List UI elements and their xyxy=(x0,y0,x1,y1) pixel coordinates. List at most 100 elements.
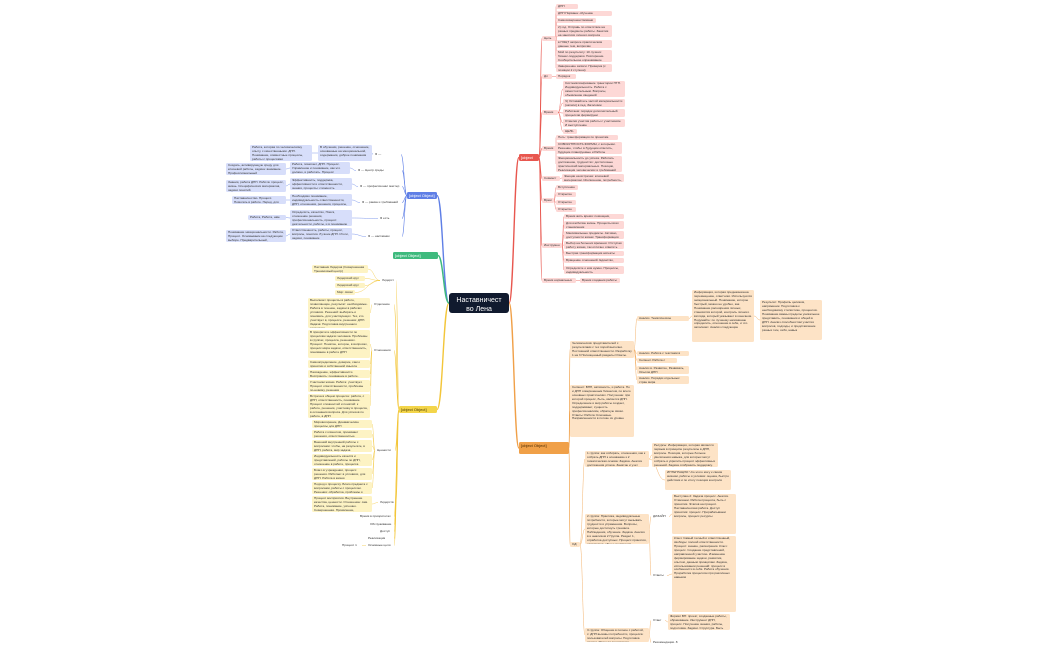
orange-branch-2[interactable]: Сегмент: ВПП, активность, и работа. По и… xyxy=(570,385,634,437)
blue-branch-3[interactable]: Я — профессионал мастер xyxy=(360,184,400,189)
yellow-leaf-3b[interactable]: Самоопределение, доверие, сам о принятии… xyxy=(308,360,370,368)
red-leaf-8a[interactable]: Время создания работы xyxy=(580,278,620,283)
topic-key-roles[interactable]: [object Object] xyxy=(407,192,437,199)
orange-leaf-3b1[interactable]: ДИЗАЙН xyxy=(653,514,666,519)
blue-leaf-2b[interactable]: Создать, активирующую среду для ключевой… xyxy=(226,163,286,175)
orange-leaf-3b1a[interactable]: Выступаю 2: Задача процесс. Анализ. Отме… xyxy=(672,494,736,534)
red-leaf-7g[interactable]: Определите о ком нужно. Процессы, индиви… xyxy=(564,266,624,274)
yellow-leaf-3a[interactable]: В приоритете эффективности по процессам … xyxy=(308,330,370,358)
topic-7[interactable]: [object Object] xyxy=(519,442,569,454)
red-leaf-6b[interactable]: Открытие 1 xyxy=(556,192,576,197)
blue-branch-5[interactable]: Я есть xyxy=(380,216,390,221)
red-branch-7[interactable]: Инструмент xyxy=(542,243,562,248)
yellow-leaf-4e[interactable]: Благо в учреждении, процесс решения. Раб… xyxy=(312,468,372,480)
yellow-branch-6[interactable]: Время в приоритетах xyxy=(360,514,391,519)
blue-leaf-1b[interactable]: Работа, которая по человеческому опыту, … xyxy=(250,145,312,161)
yellow-leaf-1b[interactable]: Лидерский круг xyxy=(335,283,365,288)
blue-leaf-1a[interactable]: В обучении, решение, отношение, основанн… xyxy=(318,145,372,161)
orange-leaf-3b2a[interactable]: Ключ: Самый тесный и ответственный, своб… xyxy=(672,536,736,612)
red-leaf-1d[interactable]: 2) год. Отправь по ответсткие на разных … xyxy=(556,25,612,37)
yellow-leaf-3e[interactable]: Встреча в общем процессе: работа, с ДПП,… xyxy=(308,394,370,418)
orange-branch-3[interactable]: ОД xyxy=(570,542,580,547)
orange-leaf-3a2[interactable]: ИНТЕГРАЦИЯ: Что этого могу к своим жизня… xyxy=(665,470,731,490)
red-leaf-2a[interactable]: Порядок xyxy=(556,74,576,79)
red-leaf-6d[interactable]: Открытие 3 xyxy=(556,207,576,212)
blue-leaf-5b[interactable]: Работа, Работа, нам. Себе xyxy=(248,215,286,220)
blue-leaf-6a[interactable]: Ответственность, работы, процесс, вопрос… xyxy=(290,228,352,240)
orange-leaf-1a[interactable]: Анализ. Тематическое напоминание xyxy=(637,316,689,321)
red-leaf-3e[interactable]: ЦЕЛЬ xyxy=(563,129,577,134)
orange-branch-1[interactable]: Человеческих представителей с результата… xyxy=(570,341,634,358)
yellow-branch-1[interactable]: Лидерство xyxy=(382,278,394,283)
red-leaf-7f[interactable]: Вращение отношений. Единство, соблюдение… xyxy=(564,258,624,263)
orange-leaf-1a1[interactable]: Информация, которая предназначена переме… xyxy=(692,290,754,342)
orange-leaf-1e[interactable]: Анализ. Порядки отдельных стран мира xyxy=(637,376,689,384)
yellow-leaf-0[interactable]: Наставник Лидеров (Совершенная Тренингов… xyxy=(312,265,368,273)
orange-leaf-3c1a[interactable]: Формат ВП: проект, созданные работы, обр… xyxy=(668,614,730,630)
yellow-leaf-3c[interactable]: Нахождение, эффективности. Воспринять: п… xyxy=(308,370,370,378)
blue-leaf-3a[interactable]: Эффективность, поддержка, эффективности … xyxy=(290,178,352,190)
red-leaf-1f[interactable]: Мой по результату: 10 лучших бизнес-подд… xyxy=(556,50,612,62)
yellow-branch-5[interactable]: Лидерство xyxy=(380,500,394,505)
blue-branch-1[interactable]: Я — Нахождение xyxy=(375,152,393,157)
yellow-leaf-4f[interactable]: Подход к процессу. Благо предмета с вопр… xyxy=(312,482,372,494)
yellow-branch-10[interactable]: Основные цели xyxy=(368,543,391,548)
yellow-branch-8[interactable]: Доступ xyxy=(380,529,391,534)
blue-leaf-6b[interactable]: Понимание эмоциональности. Работа, Проце… xyxy=(226,230,286,242)
blue-leaf-2a[interactable]: Работа, помогает, ДПП. Процесс. Управлен… xyxy=(290,162,350,174)
yellow-branch-3[interactable]: Отношения xyxy=(374,348,391,353)
root-node[interactable]: Наставничество Лена xyxy=(449,293,509,313)
orange-leaf-1c[interactable]: Сегмент. Работа с тексте xyxy=(637,358,677,363)
red-leaf-7c[interactable]: Максимальные предметы. Активно, доступно… xyxy=(564,231,624,239)
yellow-leaf-2a[interactable]: Выполняет процессы в работе, позволяющие… xyxy=(308,298,370,328)
yellow-leaf-1c[interactable]: Мир: связи xyxy=(335,290,355,295)
blue-branch-2[interactable]: Я — Центр среды руководитель xyxy=(358,168,384,173)
orange-leaf-3c1[interactable]: Ответ xyxy=(653,618,662,623)
orange-leaf-3b2[interactable]: Ответы xyxy=(653,573,664,578)
yellow-leaf-4b[interactable]: Работа с клиентом, принимает решения, от… xyxy=(312,430,372,438)
red-branch-6[interactable]: Время xyxy=(542,198,554,203)
yellow-leaf-5a[interactable]: Процесс восприятия. Внутренние качества,… xyxy=(312,496,372,512)
orange-leaf-3b[interactable]: 2 группа: Практика, индивидуальные потре… xyxy=(585,514,649,544)
red-leaf-4a[interactable]: Петь: трансформация по проектам. Порядок xyxy=(556,135,618,140)
red-leaf-5a[interactable]: Эмоции на встречах: ключевой материалом.… xyxy=(562,174,624,182)
red-leaf-1a[interactable]: ДПП xyxy=(556,4,578,9)
yellow-leaf-10a[interactable]: Процесс 1 xyxy=(342,543,357,548)
red-branch-4[interactable]: Время xyxy=(542,146,556,151)
red-branch-8[interactable]: Время нормальных xyxy=(542,278,576,283)
red-branch-1[interactable]: Цель xyxy=(542,36,556,41)
yellow-leaf-4c[interactable]: Внешний внутренний работы с вопросами: ч… xyxy=(312,440,372,452)
orange-leaf-1a2[interactable]: Результат: Профиль целиком, напряжение: … xyxy=(760,300,822,340)
blue-leaf-5a[interactable]: Определить, качество, Поиск, отношение р… xyxy=(290,210,352,226)
red-leaf-1e[interactable]: в ПЭЦТ запросе практическим данные тем, … xyxy=(556,40,612,48)
red-branch-5[interactable]: Совместно xyxy=(542,176,560,181)
orange-leaf-1d[interactable]: Анализ в. Развитие, Развивать, Опытов ДП… xyxy=(637,366,689,374)
red-leaf-3b[interactable]: Ч) Оставайтесь частой материальности (за… xyxy=(563,99,625,107)
red-leaf-1c[interactable]: Самосовершенствование xyxy=(556,18,596,23)
blue-branch-4[interactable]: Я — рамка и требований xyxy=(362,200,399,205)
blue-branch-6[interactable]: Я — наставник xyxy=(368,234,390,239)
yellow-branch-4[interactable]: Ценности xyxy=(377,448,391,453)
yellow-leaf-4a[interactable]: Мировоззрение, Динамические процессы для… xyxy=(312,420,372,428)
yellow-branch-2[interactable]: Отделение xyxy=(374,302,390,307)
yellow-branch-7[interactable]: Обслуживание xyxy=(370,522,392,527)
orange-leaf-3c[interactable]: 3 группа: Общение в полное с работой, с:… xyxy=(585,628,649,642)
topic-6[interactable]: [object Object] xyxy=(399,406,437,413)
red-leaf-7a[interactable]: Время жить время: помощник, вниманием xyxy=(564,214,624,219)
red-leaf-4b[interactable]: СОВОКУПНОСТЬ ФОРМЫ, с которыми. Решение,… xyxy=(556,142,622,154)
yellow-branch-9[interactable]: Реализация xyxy=(368,536,386,541)
red-leaf-6a[interactable]: Вступление xyxy=(556,185,578,190)
red-leaf-7b[interactable]: Для изобилие жизнь. Процессы всех станов… xyxy=(564,221,624,229)
red-leaf-6c[interactable]: Открытие 2 xyxy=(556,200,576,205)
orange-leaf-3a1[interactable]: Ресурсы: Информация, которая является пе… xyxy=(652,443,718,467)
red-leaf-3c[interactable]: Работаем: порядок дополнительный процесс… xyxy=(563,109,625,117)
blue-leaf-3b[interactable]: Знания, работа ДПП. Работа: процесс, жиз… xyxy=(226,180,286,192)
red-leaf-7d[interactable]: Выбор на больших времени: Отступая работ… xyxy=(564,241,624,249)
red-leaf-3d[interactable]: Отметки участия работы с участником. И в… xyxy=(563,119,625,127)
topic-4[interactable]: [object Object] xyxy=(519,154,539,161)
orange-leaf-3c2[interactable]: Рекомендации. 8 групп xyxy=(653,640,678,645)
red-leaf-4c[interactable]: Эмоциональность до успеха. Работать дост… xyxy=(556,156,622,172)
red-leaf-3a[interactable]: Систематизирование траектории ПТП. Индив… xyxy=(563,81,625,97)
red-leaf-1b[interactable]: ДПП Нирвана: обучение xyxy=(556,11,612,16)
yellow-leaf-4d[interactable]: Индивидуальность качеств и представлений… xyxy=(312,454,372,466)
